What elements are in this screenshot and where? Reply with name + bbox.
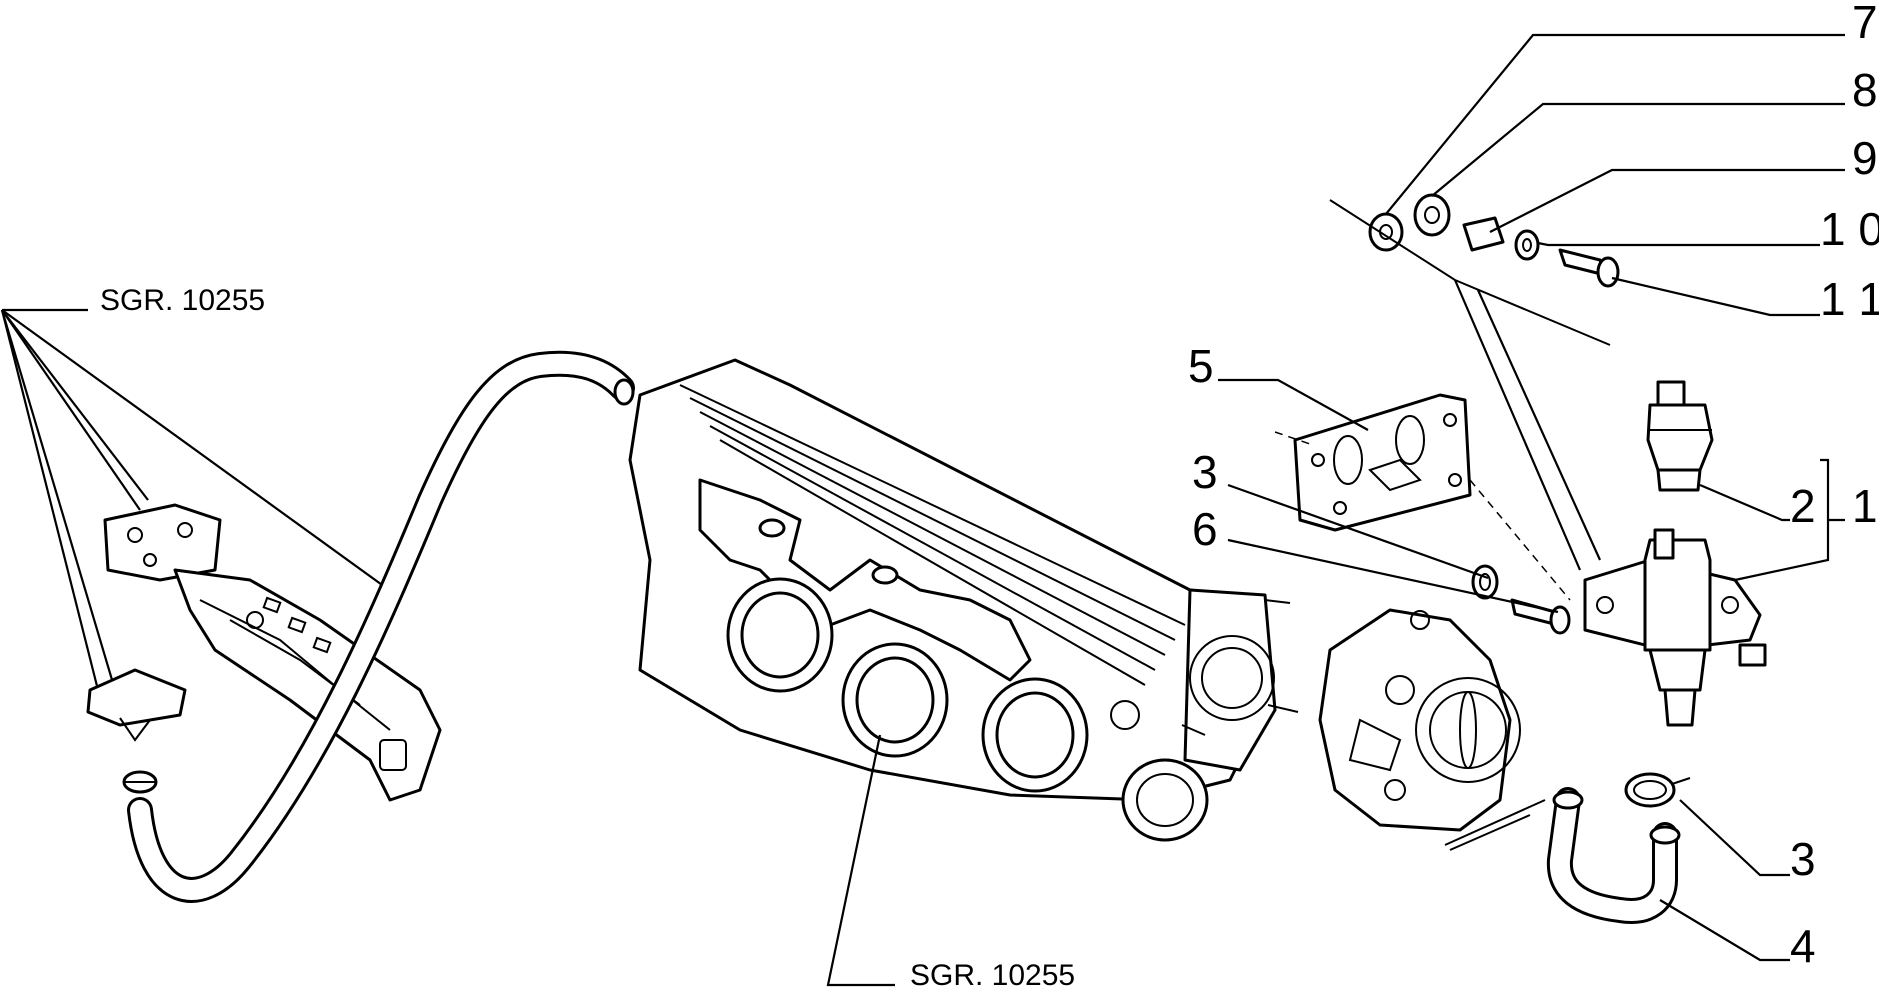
callout-5: 5 xyxy=(1188,340,1214,392)
left-reference-group: SGR. 10255 xyxy=(0,284,397,701)
callout-3-lower: 3 xyxy=(1790,833,1816,885)
reference-label-left: SGR. 10255 xyxy=(100,284,265,317)
callout-7: 7 xyxy=(1852,0,1878,48)
part-1-regulator-assembly xyxy=(1583,528,1767,727)
callout-3-upper: 3 xyxy=(1192,446,1218,498)
part-3-clip-and-screw xyxy=(1471,564,1571,635)
throttle-body xyxy=(1318,608,1521,832)
callout-6: 6 xyxy=(1192,503,1218,555)
callout-4: 4 xyxy=(1790,920,1816,972)
part-8-grommet xyxy=(1413,193,1451,237)
part-5-bracket xyxy=(1274,393,1571,601)
part-7-nut xyxy=(1368,212,1404,252)
callout-9: 9 xyxy=(1852,132,1878,184)
part-9-spacer xyxy=(1462,216,1505,252)
vacuum-hose xyxy=(127,350,635,903)
hardware-stack xyxy=(1329,193,1620,571)
callout-1: 1 xyxy=(1852,480,1878,532)
intake-manifold xyxy=(628,358,1299,842)
left-mounting-bracket xyxy=(86,503,442,802)
callout-8: 8 xyxy=(1852,64,1878,116)
callout-leaders xyxy=(1218,33,1845,962)
reference-label-bottom: SGR. 10255 xyxy=(910,959,1075,988)
part-10-washer xyxy=(1514,229,1540,261)
callout-labels: 7 8 9 1 0 1 1 5 3 6 2 1 3 4 xyxy=(1188,0,1879,972)
part-2-sensor xyxy=(1646,380,1714,492)
part-4-u-hose xyxy=(1444,787,1681,924)
callout-2: 2 xyxy=(1790,480,1816,532)
callout-11: 1 1 xyxy=(1820,273,1879,325)
part-3-hose-clamp xyxy=(1624,772,1691,808)
bottom-reference-group: SGR. 10255 xyxy=(826,734,1075,988)
callout-10: 1 0 xyxy=(1820,203,1879,255)
